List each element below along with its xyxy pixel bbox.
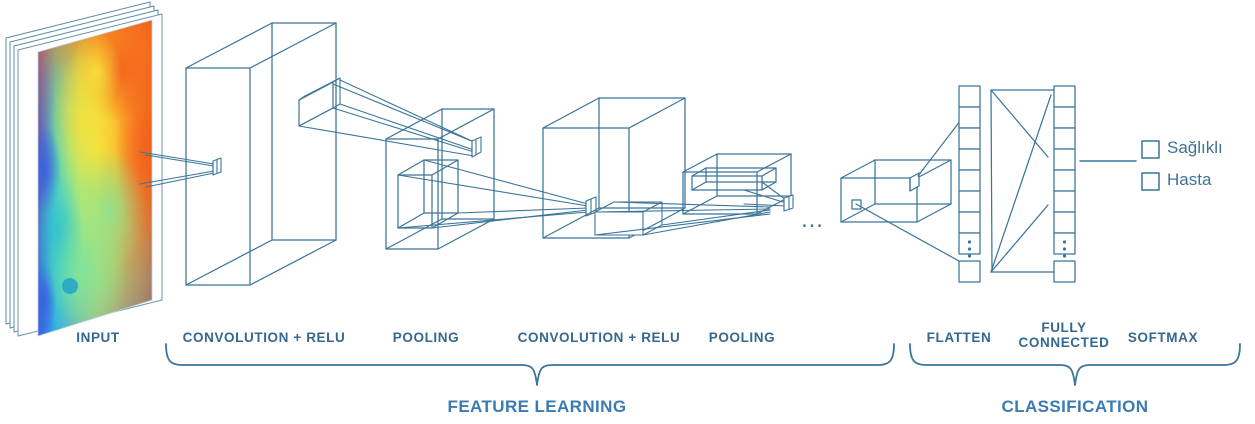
input-heatmap	[38, 20, 152, 336]
convolution-1-volume	[185, 22, 337, 286]
pooling-1-volume	[385, 108, 495, 250]
pooling-2-volume	[682, 153, 792, 215]
stage-label-softmax: SOFTMAX	[1127, 330, 1199, 345]
final-feature-volume	[840, 159, 952, 223]
output-label-healthy: Sağlıklı	[1167, 138, 1223, 157]
fully-connected-vector-ellipsis	[1062, 240, 1067, 258]
connector-pool1-to-conv2	[397, 159, 597, 229]
flatten-vector-ellipsis	[967, 240, 972, 258]
stage-ellipsis: …	[800, 206, 827, 233]
connector-conv1-to-pool1	[298, 77, 482, 158]
feature-learning-brace	[165, 343, 895, 386]
stage-label-pool2: POOLING	[708, 330, 776, 345]
checkbox-healthy[interactable]	[1141, 140, 1160, 159]
fully-connected-line-1: FULLY	[1041, 320, 1087, 335]
fully-connected-vector	[1053, 85, 1076, 283]
classification-brace	[909, 343, 1241, 386]
stage-label-fully-connected: FULLY CONNECTED	[1019, 320, 1110, 350]
fully-connected-line-2: CONNECTED	[1018, 335, 1110, 350]
stage-label-conv1: CONVOLUTION + RELU	[182, 330, 346, 345]
stage-label-input: INPUT	[76, 330, 120, 345]
stage-label-pool1: POOLING	[392, 330, 460, 345]
checkbox-sick[interactable]	[1141, 172, 1160, 191]
stage-label-flatten: FLATTEN	[926, 330, 992, 345]
fully-connected-edges	[990, 89, 1055, 273]
section-label-classification: CLASSIFICATION	[1001, 397, 1149, 416]
output-label-sick: Hasta	[1167, 170, 1212, 189]
input-heatmap-border	[37, 19, 153, 337]
stage-label-conv2: CONVOLUTION + RELU	[517, 330, 681, 345]
flatten-vector	[958, 85, 981, 283]
output-checkboxes[interactable]	[1141, 140, 1160, 191]
connector-pool2-out	[743, 181, 794, 212]
connector-input-to-conv1	[139, 151, 222, 188]
section-label-feature-learning: FEATURE LEARNING	[447, 397, 627, 416]
